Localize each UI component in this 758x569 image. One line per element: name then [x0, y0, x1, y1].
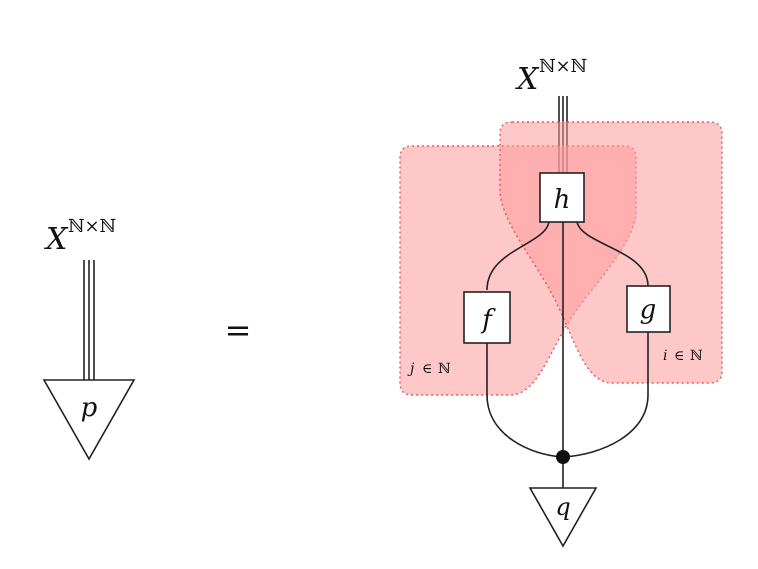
svg-text:j: j [407, 361, 415, 377]
plate-left-index-label: j ∈ ℕ [407, 361, 451, 377]
right-effect-triangle [528, 487, 598, 548]
right-effect-label: q [555, 493, 570, 521]
left-diagram: X ℕ×ℕ p [42, 216, 136, 461]
plate-right-index-label: i ∈ ℕ [663, 348, 703, 364]
box-h-label: h [554, 185, 571, 215]
right-wires [486, 221, 649, 488]
svg-text:ℕ: ℕ [690, 348, 703, 364]
right-input-label-superscript: ℕ×ℕ [539, 56, 587, 77]
box-g-label: g [640, 295, 657, 325]
right-diagram: X ℕ×ℕ j ∈ ℕ i ∈ ℕ [399, 56, 723, 548]
copy-dot [556, 450, 570, 464]
equals-sign: = [225, 311, 252, 349]
box-f [463, 291, 511, 344]
svg-text:ℕ: ℕ [438, 361, 451, 377]
left-effect-triangle [42, 379, 136, 461]
left-triple-wire [83, 260, 95, 380]
svg-text:i: i [663, 348, 667, 364]
left-input-label-base: X [44, 222, 69, 257]
left-input-label-superscript: ℕ×ℕ [68, 216, 116, 237]
svg-text:∈: ∈ [422, 361, 432, 377]
right-input-label-base: X [515, 62, 540, 97]
svg-text:∈: ∈ [674, 348, 684, 364]
box-g [626, 285, 671, 333]
box-h [539, 172, 585, 223]
left-effect-label: p [81, 393, 98, 423]
